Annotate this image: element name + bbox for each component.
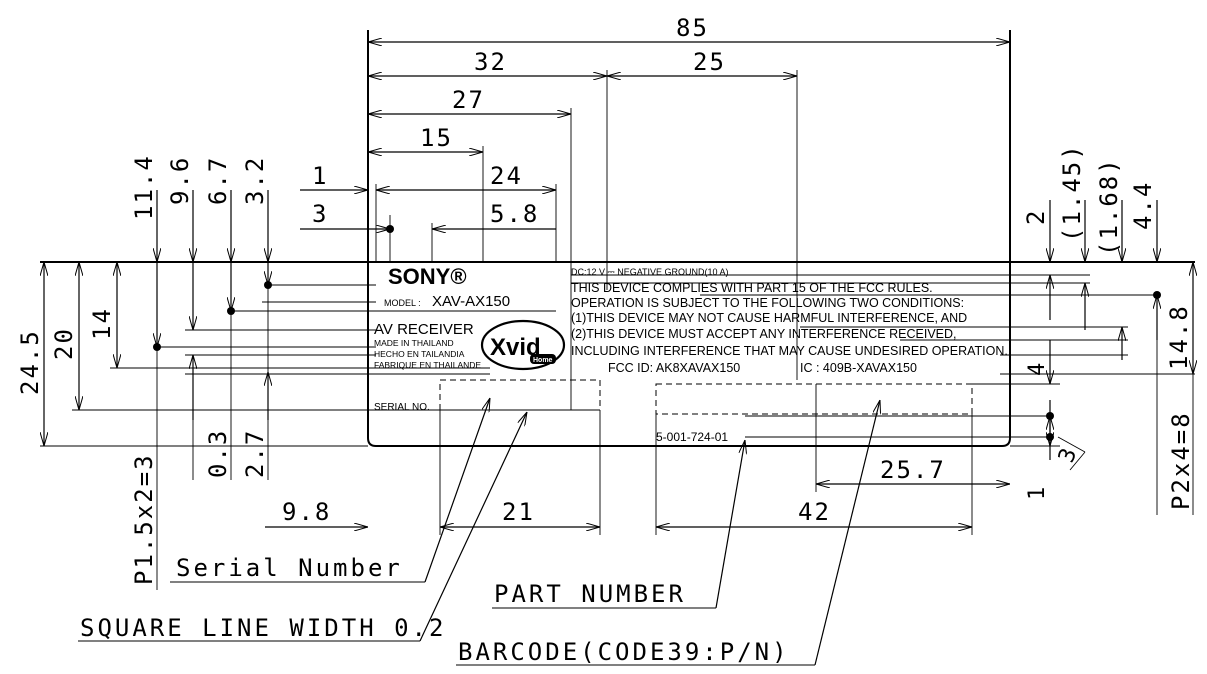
dim-3-right: 3 — [1054, 443, 1083, 466]
dim-27: 27 — [452, 86, 485, 114]
dim-p2x4: P2x4=8 — [1167, 411, 1195, 510]
fcc-line-1: THIS DEVICE COMPLIES WITH PART 15 OF THE… — [571, 281, 933, 295]
bottom-dims: 9.8 21 42 25.7 — [265, 410, 1010, 535]
left-dims: 11.4 9.6 6.7 3.2 14 20 24.5 P1.5x2=3 0.3… — [16, 154, 269, 590]
callout-square-line: SQUARE LINE WIDTH 0.2 — [80, 614, 446, 642]
dim-2: 2 — [1022, 209, 1050, 225]
dim-1-right: 1 — [1025, 485, 1050, 500]
dim-p1.5x2: P1.5x2=3 — [130, 453, 158, 585]
origin-3: FABRIQUE EN THAILANDE — [374, 360, 481, 370]
dim-5.8: 5.8 — [490, 200, 539, 228]
dim-2.7: 2.7 — [241, 429, 269, 478]
dim-4.4: 4.4 — [1129, 181, 1157, 230]
dim-3: 3 — [312, 200, 328, 228]
fcc-line-2: OPERATION IS SUBJECT TO THE FOLLOWING TW… — [571, 296, 964, 310]
fcc-line-5: INCLUDING INTERFERENCE THAT MAY CAUSE UN… — [571, 344, 1008, 358]
ic-id: IC : 409B-XAVAX150 — [800, 361, 917, 375]
label-content: SONY® MODEL : XAV-AX150 AV RECEIVER MADE… — [374, 264, 1008, 444]
dim-14.8: 14.8 — [1165, 304, 1193, 370]
dim-42: 42 — [798, 498, 831, 526]
sony-logo: SONY® — [388, 264, 467, 289]
dim-24.5: 24.5 — [16, 329, 44, 395]
dim-9.8: 9.8 — [282, 498, 331, 526]
power-rating: DC:12 V ⎓ NEGATIVE GROUND(10 A) — [571, 267, 729, 277]
dim-1.45: (1.45) — [1058, 143, 1086, 242]
model-prefix: MODEL : — [384, 298, 421, 308]
fcc-line-4: (2)THIS DEVICE MUST ACCEPT ANY INTERFERE… — [571, 327, 957, 341]
label-outline — [367, 30, 1011, 447]
part-barcode-area — [655, 383, 973, 415]
dim-1: 1 — [312, 162, 328, 190]
dim-32: 32 — [474, 48, 507, 76]
xvid-home: Home — [533, 357, 553, 364]
dim-24: 24 — [490, 162, 523, 190]
dim-9.6: 9.6 — [166, 156, 194, 205]
fcc-id: FCC ID: AK8XAVAX150 — [608, 361, 740, 375]
callouts: Serial Number SQUARE LINE WIDTH 0.2 PART… — [78, 398, 880, 666]
dim-4: 4 — [1025, 361, 1050, 376]
fcc-line-3: (1)THIS DEVICE MAY NOT CAUSE HARMFUL INT… — [571, 311, 967, 325]
callout-part-number: PART NUMBER — [494, 580, 686, 608]
dim-0.3: 0.3 — [204, 429, 232, 478]
callout-barcode: BARCODE(CODE39:P/N) — [458, 638, 790, 666]
ref-point — [386, 225, 394, 233]
callout-serial-number: Serial Number — [176, 554, 403, 582]
dim-11.4: 11.4 — [130, 154, 158, 220]
product-name: AV RECEIVER — [374, 321, 474, 338]
dim-25: 25 — [693, 48, 726, 76]
serial-label: SERIAL NO. — [374, 402, 430, 413]
dim-6.7: 6.7 — [204, 156, 232, 205]
serial-barcode-area — [439, 379, 601, 411]
origin-1: MADE IN THAILAND — [374, 338, 454, 348]
xvid-logo-badge — [480, 319, 566, 371]
dim-1.68: (1.68) — [1095, 157, 1123, 256]
dim-3.2: 3.2 — [241, 156, 269, 205]
left-leaders — [40, 281, 556, 447]
part-number-text: 5-001-724-01 — [656, 430, 728, 444]
dim-15: 15 — [420, 124, 453, 152]
right-dims: 2 (1.45) (1.68) 4.4 14.8 4 3 1 P2x4=8 — [571, 143, 1195, 515]
dim-85: 85 — [676, 14, 709, 42]
dim-25.7: 25.7 — [880, 456, 946, 484]
model-name: XAV-AX150 — [432, 293, 510, 310]
dim-14: 14 — [88, 307, 116, 340]
dim-21: 21 — [502, 498, 535, 526]
dim-20: 20 — [50, 327, 78, 360]
origin-2: HECHO EN TAILANDIA — [374, 349, 465, 359]
